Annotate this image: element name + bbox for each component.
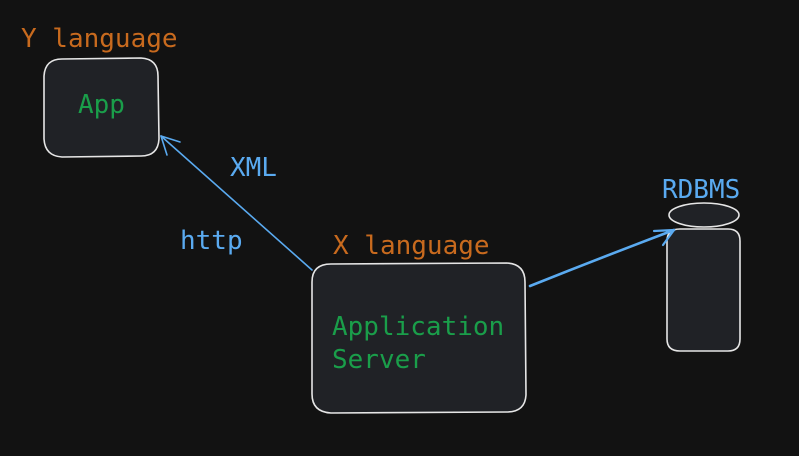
- edge-label-xml: XML: [230, 153, 277, 183]
- edge-server-to-db[interactable]: [528, 228, 676, 288]
- app-node-label: App: [78, 90, 125, 120]
- server-box[interactable]: [311, 262, 527, 414]
- server-node-label-line2: Server: [332, 345, 426, 375]
- edge-server-to-app-arrowhead: [160, 135, 181, 156]
- database-top-ellipse: [668, 202, 740, 228]
- edge-server-to-app[interactable]: [160, 135, 313, 271]
- server-node-label-line1: Application: [332, 312, 505, 342]
- app-language-label: Y language: [21, 24, 178, 54]
- edge-label-http: http: [180, 226, 243, 256]
- server-language-label: X language: [333, 231, 490, 261]
- database-label: RDBMS: [662, 175, 741, 205]
- edge-server-to-db-arrowhead: [652, 228, 676, 247]
- app-box[interactable]: [43, 57, 160, 158]
- database-body[interactable]: [666, 228, 741, 352]
